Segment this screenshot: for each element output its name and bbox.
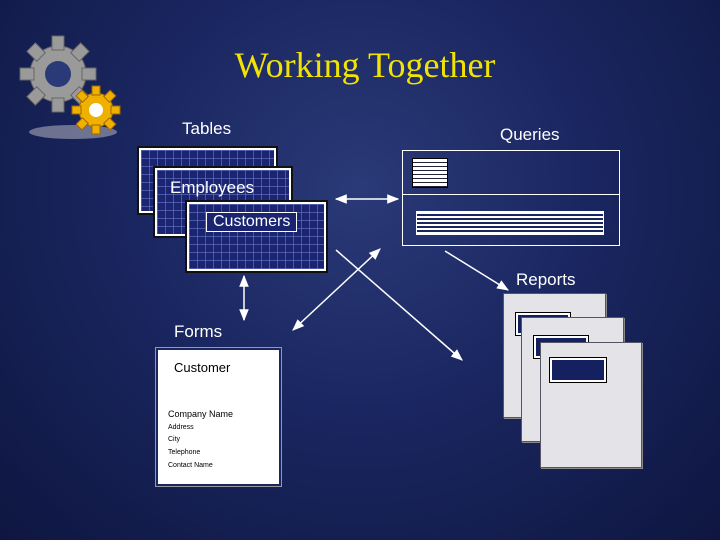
form-title: Customer bbox=[174, 360, 231, 375]
query-field-list bbox=[412, 158, 448, 188]
form-field-label: Company Name bbox=[168, 409, 234, 419]
employees-table-label: Employees bbox=[170, 178, 255, 197]
arrow-queries-reports bbox=[444, 250, 510, 291]
query-grid bbox=[416, 211, 604, 235]
customers-table-label: Customers bbox=[206, 212, 298, 232]
arrow-tables-reports bbox=[335, 249, 463, 361]
query-panel bbox=[402, 150, 620, 246]
report-header-box bbox=[549, 357, 607, 383]
form-field-label: Telephone bbox=[168, 449, 201, 456]
form-field-label: City bbox=[168, 436, 181, 443]
gears-icon bbox=[19, 35, 121, 139]
slide-title: Working Together bbox=[234, 45, 496, 85]
reports-label: Reports bbox=[516, 270, 576, 289]
form-preview bbox=[155, 347, 282, 487]
arrow-queries-forms bbox=[292, 248, 381, 331]
tables-label: Tables bbox=[182, 119, 232, 138]
form-field-label: Contact Name bbox=[168, 462, 213, 469]
query-divider bbox=[402, 194, 620, 195]
form-field-label: Address bbox=[168, 424, 194, 431]
queries-label: Queries bbox=[500, 125, 560, 144]
forms-label: Forms bbox=[174, 322, 223, 341]
